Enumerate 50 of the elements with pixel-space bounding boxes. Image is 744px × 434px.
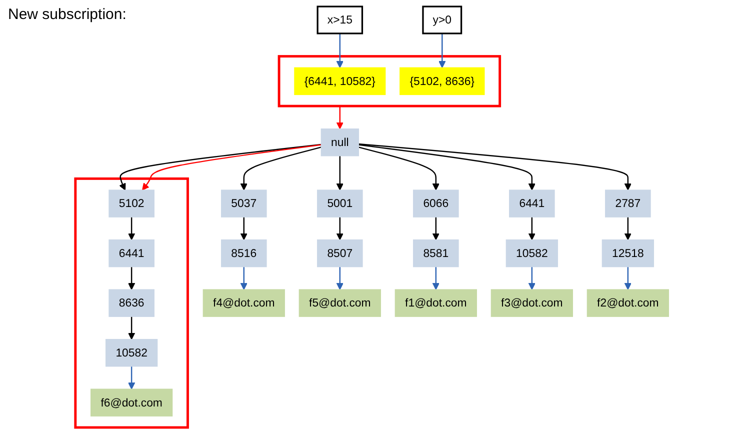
arrow — [336, 33, 344, 68]
node-box: 12518 — [602, 239, 654, 268]
node-box: 2787 — [605, 190, 651, 218]
node-box: 8636 — [108, 289, 154, 317]
node-box: 5037 — [221, 190, 267, 218]
node-box: 6066 — [413, 190, 459, 218]
cluster — [278, 55, 502, 108]
arrow — [336, 106, 344, 130]
arrow — [438, 33, 446, 68]
node-box: 5001 — [317, 190, 363, 218]
node-box: y>0 — [422, 6, 462, 34]
arrow — [240, 266, 248, 290]
arrow — [128, 217, 136, 240]
arrow — [128, 316, 136, 340]
node-box: f6@dot.com — [90, 388, 173, 416]
node-box: f4@dot.com — [202, 289, 285, 317]
node-box: x>15 — [316, 6, 364, 34]
arrow — [432, 266, 440, 290]
arrow — [624, 217, 632, 240]
arrow — [358, 146, 440, 190]
arrow — [432, 217, 440, 240]
arrow — [240, 217, 248, 240]
node-box: 8581 — [413, 239, 459, 268]
node-box: f5@dot.com — [298, 289, 381, 317]
node-box: 8516 — [221, 239, 267, 268]
node-box: {6441, 10582} — [294, 67, 386, 96]
arrow — [128, 366, 136, 390]
cluster — [74, 177, 189, 429]
arrow — [240, 146, 322, 190]
node-box: f1@dot.com — [394, 289, 477, 317]
label-text: New subscription: — [8, 6, 126, 23]
arrow — [128, 266, 136, 290]
arrow — [528, 217, 536, 240]
arrow — [336, 217, 344, 240]
arrow — [358, 143, 632, 190]
arrow — [528, 266, 536, 290]
node-box: null — [320, 128, 359, 156]
arrow — [336, 156, 344, 190]
arrow — [358, 144, 536, 190]
node-box: 10582 — [506, 239, 558, 268]
arrow — [624, 266, 632, 290]
node-box: f3@dot.com — [490, 289, 573, 317]
node-box: 10582 — [106, 338, 158, 367]
node-box: f2@dot.com — [586, 289, 669, 317]
node-box: 8507 — [317, 239, 363, 268]
node-box: 6441 — [509, 190, 555, 218]
node-box: 6441 — [108, 239, 154, 268]
arrow — [336, 266, 344, 290]
node-box: 5102 — [108, 190, 154, 218]
node-box: {5102, 8636} — [400, 67, 485, 96]
